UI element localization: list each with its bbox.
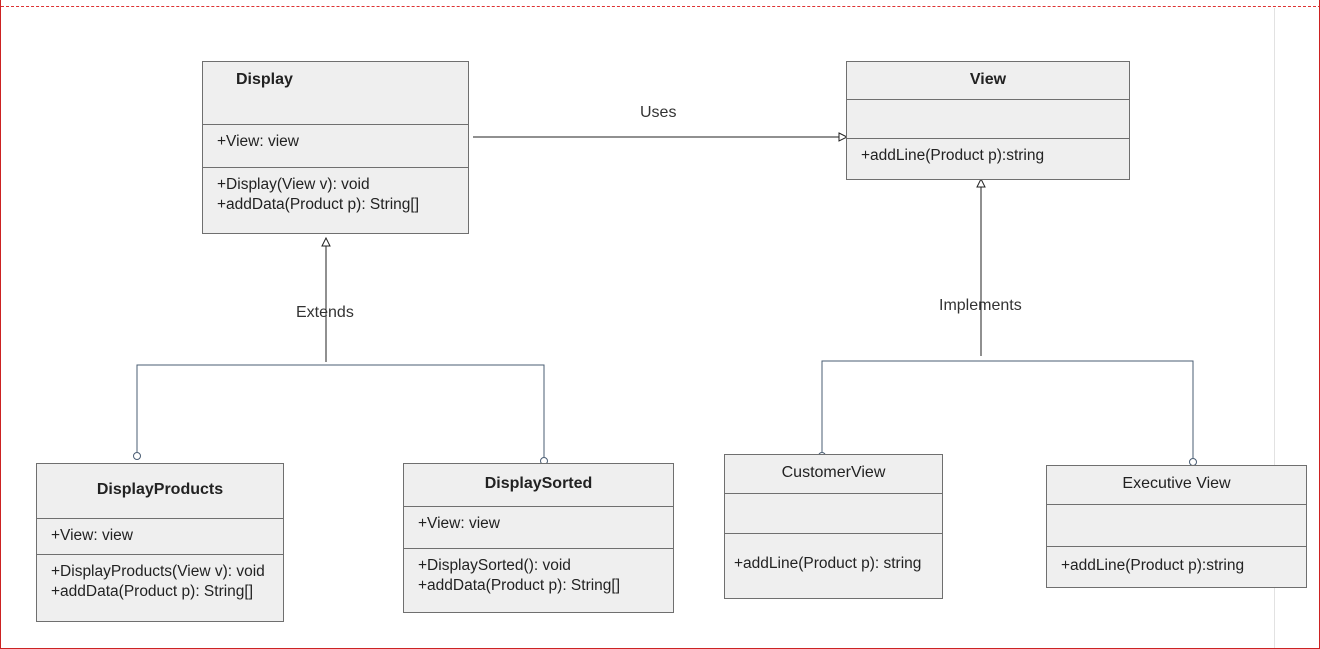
class-displayproducts-method: +addData(Product p): String[] <box>51 582 254 600</box>
class-executiveview-attributes <box>1047 504 1306 546</box>
class-displaysorted-attribute: +View: view <box>418 515 500 532</box>
class-customerview-title: CustomerView <box>781 464 886 481</box>
extends-end-displayproducts <box>133 452 141 460</box>
class-displaysorted-method: +addData(Product p): String[] <box>418 577 621 594</box>
class-displaysorted-methods: +DisplaySorted(): void +addData(Product … <box>404 548 673 596</box>
class-view[interactable]: View +addLine(Product p):string <box>846 61 1130 180</box>
class-displaysorted-attributes: +View: view <box>404 506 673 548</box>
right-guide-line <box>1274 8 1275 648</box>
class-displayproducts-attribute: +View: view <box>51 527 133 544</box>
extends-branch <box>136 364 545 457</box>
class-displayproducts-methods: +DisplayProducts(View v): void +addData(… <box>37 554 283 601</box>
class-executiveview-title: Executive View <box>1122 475 1231 492</box>
extends-label: Extends <box>296 304 354 321</box>
uses-label: Uses <box>640 104 677 121</box>
implements-branch <box>821 360 1194 458</box>
implements-label: Implements <box>939 297 1022 314</box>
class-executiveview-methods: +addLine(Product p):string <box>1047 546 1306 576</box>
class-display-method: +addData(Product p): String[] <box>217 196 420 213</box>
class-customerview[interactable]: CustomerView +addLine(Product p): string <box>724 454 943 599</box>
class-customerview-method: +addLine(Product p): string <box>734 555 922 572</box>
class-display-methods: +Display(View v): void +addData(Product … <box>203 167 468 215</box>
class-displayproducts-title: DisplayProducts <box>96 481 224 498</box>
class-view-method: +addLine(Product p):string <box>861 147 1045 164</box>
class-customerview-methods: +addLine(Product p): string <box>725 533 942 574</box>
class-view-title: View <box>969 71 1007 88</box>
class-displaysorted[interactable]: DisplaySorted +View: view +DisplaySorted… <box>403 463 674 613</box>
class-display-attributes: +View: view <box>203 124 468 167</box>
top-dashed-border <box>1 6 1319 7</box>
class-display-method: +Display(View v): void <box>217 176 370 193</box>
uses-arrowhead <box>838 132 849 142</box>
extends-arrowhead <box>321 236 331 247</box>
class-display[interactable]: Display +View: view +Display(View v): vo… <box>202 61 469 234</box>
implements-arrowhead <box>976 177 986 188</box>
class-executiveview-method: +addLine(Product p):string <box>1061 557 1245 574</box>
class-displaysorted-method: +DisplaySorted(): void <box>418 557 571 574</box>
class-displayproducts[interactable]: DisplayProducts +View: view +DisplayProd… <box>36 463 284 622</box>
class-displayproducts-method: +DisplayProducts(View v): void <box>51 563 265 580</box>
class-customerview-attributes <box>725 493 942 533</box>
class-display-title: Display <box>236 71 293 88</box>
class-view-methods: +addLine(Product p):string <box>847 138 1129 166</box>
class-display-attribute: +View: view <box>217 133 299 150</box>
class-displaysorted-title: DisplaySorted <box>484 475 593 492</box>
class-displayproducts-attributes: +View: view <box>37 518 283 554</box>
class-view-attributes <box>847 99 1129 138</box>
class-executiveview[interactable]: Executive View +addLine(Product p):strin… <box>1046 465 1307 588</box>
